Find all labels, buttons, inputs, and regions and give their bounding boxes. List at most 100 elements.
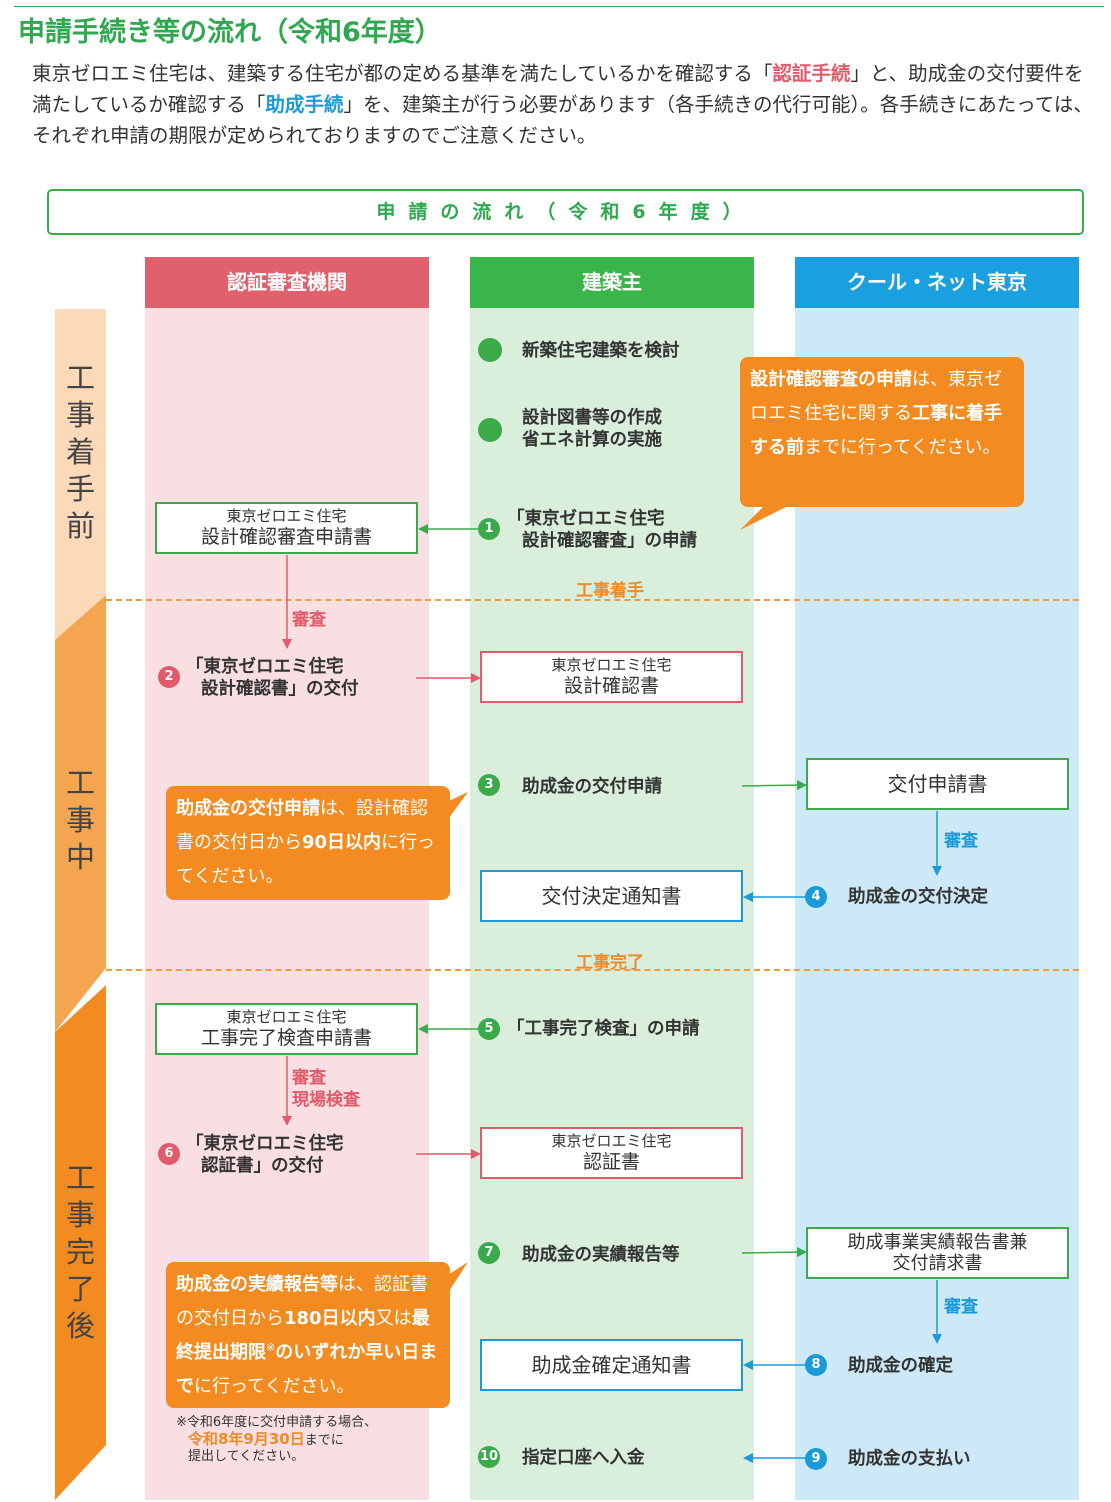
doc-performance-report: 助成事業実績報告書兼 交付請求書 [806, 1227, 1069, 1279]
page-title: 申請手続き等の流れ（令和6年度） [18, 17, 442, 48]
callout-text: に行ってください。 [176, 832, 436, 887]
step-7: 助成金の実績報告等 [522, 1245, 680, 1265]
doc-line: 東京ゼロエミ住宅 [226, 507, 347, 525]
step-number-5: 5 [478, 1018, 500, 1040]
step-1: 「東京ゼロエミ住宅 設計確認審査」の申請 [507, 508, 697, 552]
phase-char: 工 [65, 361, 95, 395]
intro-keyword-certification: 認証手続 [772, 62, 851, 85]
arrow-step7 [741, 1247, 807, 1258]
step-number-1: 1 [478, 518, 500, 540]
doc-grant-confirmation-notice: 助成金確定通知書 [480, 1339, 743, 1391]
doc-grant-application: 交付申請書 [806, 758, 1069, 810]
phase-text: 工事着手前 [55, 360, 106, 545]
phase-char: 事 [65, 1198, 95, 1232]
step-number-9: 9 [805, 1448, 827, 1470]
step-prepare: 設計図書等の作成 省エネ計算の実施 [522, 407, 662, 451]
review-label: 審査 現場検査 [292, 1067, 360, 1111]
footnote-line: ※令和6年度に交付申請する場合、 [176, 1415, 378, 1430]
phase-label-during: 工事中 [55, 765, 106, 876]
phase-char: 手 [65, 472, 95, 506]
step-number-8: 8 [805, 1354, 827, 1376]
callout-note-mark: ※ [266, 1341, 276, 1354]
doc-line: 助成金確定通知書 [531, 1353, 692, 1377]
doc-line: 交付請求書 [892, 1253, 983, 1274]
review-label: 審査 [292, 610, 326, 630]
doc-line: 工事完了検査申請書 [200, 1027, 372, 1049]
callout-bold: のいずれか早い日まで [176, 1342, 438, 1397]
step-2: 「東京ゼロエミ住宅 設計確認書」の交付 [186, 656, 359, 700]
phase-label-after: 工事完了後 [55, 1160, 106, 1345]
doc-line: 助成事業実績報告書兼 [847, 1232, 1028, 1253]
phase-text: 工事中 [55, 765, 106, 876]
doc-design-confirmation: 東京ゼロエミ住宅 設計確認書 [480, 651, 743, 703]
step-number-2: 2 [158, 666, 180, 688]
column-header-coolnet: クール・ネット東京 [795, 257, 1079, 308]
step-number-4: 4 [805, 886, 827, 908]
footnote-deadline: 令和8年9月30日 [188, 1430, 305, 1448]
phase-char: 前 [65, 509, 95, 543]
phase-char: 事 [65, 398, 95, 432]
callout-bold: 工事に着手する前 [750, 403, 1002, 458]
callout-report-deadline: 助成金の実績報告等は、認証書の交付日から180日以内又は最終提出期限※のいずれか… [166, 1262, 450, 1408]
flow-title: 申請の流れ（令和6年度） [47, 189, 1084, 235]
callout-text: に行ってください。 [194, 1376, 355, 1397]
step-6-line: 「東京ゼロエミ住宅 [186, 1134, 344, 1154]
doc-line: 東京ゼロエミ住宅 [226, 1008, 347, 1026]
phase-char: 事 [65, 803, 95, 837]
review-line: 審査 [292, 1068, 326, 1088]
phase-char: 着 [65, 435, 95, 469]
callout-grant-application-deadline: 助成金の交付申請は、設計確認書の交付日から90日以内に行ってください。 [166, 786, 450, 900]
step-10: 指定口座へ入金 [522, 1448, 645, 1468]
callout-text: は、設計確認書の交付日から [176, 798, 428, 853]
column-header-certification: 認証審査機関 [145, 257, 429, 308]
step-2-line: 設計確認書」の交付 [201, 679, 359, 699]
phase-label-before: 工事着手前 [55, 360, 106, 545]
callout-tail [440, 792, 468, 830]
callout-text: 又は [375, 1308, 412, 1329]
step-5: 「工事完了検査」の申請 [507, 1019, 700, 1039]
step-consider: 新築住宅建築を検討 [522, 341, 680, 361]
milestone-line-complete [106, 969, 1079, 971]
callout-bold: 90日以内 [302, 832, 382, 853]
column-header-owner: 建築主 [470, 257, 754, 308]
callout-text: は、認証書の交付日から [176, 1274, 428, 1329]
phase-band-before [55, 309, 106, 640]
phase-char: 後 [65, 1309, 95, 1343]
intro-part: 」と、助成金の交付要件を満たしているか確認する「 [32, 62, 1084, 116]
step-1-line: 設計確認審査」の申請 [522, 531, 697, 551]
callout-tail [740, 505, 790, 530]
phase-band-after [55, 985, 106, 1500]
phase-char: 工 [65, 1161, 95, 1195]
doc-line: 設計確認審査申請書 [200, 526, 372, 548]
callout-bold: 助成金の実績報告等 [176, 1274, 338, 1295]
intro-keyword-grant: 助成手続 [265, 93, 344, 116]
doc-completion-inspection-application: 東京ゼロエミ住宅 工事完了検査申請書 [155, 1003, 418, 1055]
callout-text: までに行ってください。 [804, 437, 1001, 458]
intro-part: 東京ゼロエミ住宅は、建築する住宅が都の定める基準を満たしているかを確認する「 [32, 62, 773, 85]
step-9: 助成金の支払い [848, 1449, 971, 1469]
footnote: ※令和6年度に交付申請する場合、 令和8年9月30日までに 提出してください。 [176, 1415, 426, 1465]
step-number-3: 3 [478, 774, 500, 796]
phase-char: 中 [65, 840, 95, 874]
step-number-7: 7 [478, 1242, 500, 1264]
phase-char: 完 [65, 1235, 95, 1269]
milestone-line-start [106, 599, 1079, 601]
doc-design-review-application: 東京ゼロエミ住宅 設計確認審査申請書 [155, 502, 418, 554]
milestone-start: 工事着手 [576, 581, 644, 601]
arrow-step3 [741, 780, 807, 791]
step-4: 助成金の交付決定 [848, 887, 988, 907]
doc-line: 交付申請書 [887, 772, 988, 796]
footnote-line: までに [304, 1433, 344, 1448]
callout-bold: 180日以内 [284, 1308, 376, 1329]
callout-bold: 設計確認審査の申請 [750, 369, 912, 390]
doc-line: 認証書 [582, 1151, 640, 1173]
step-prepare-line: 設計図書等の作成 [522, 408, 662, 428]
step-8: 助成金の確定 [848, 1356, 953, 1376]
callout-design-review-deadline: 設計確認審査の申請は、東京ゼロエミ住宅に関する工事に着手する前までに行ってくださ… [740, 357, 1024, 507]
footnote-line: 提出してください。 [188, 1449, 305, 1464]
doc-grant-decision-notice: 交付決定通知書 [480, 870, 743, 922]
doc-line: 東京ゼロエミ住宅 [551, 656, 672, 674]
phase-band-during [55, 595, 106, 1032]
doc-line: 設計確認書 [563, 675, 659, 697]
